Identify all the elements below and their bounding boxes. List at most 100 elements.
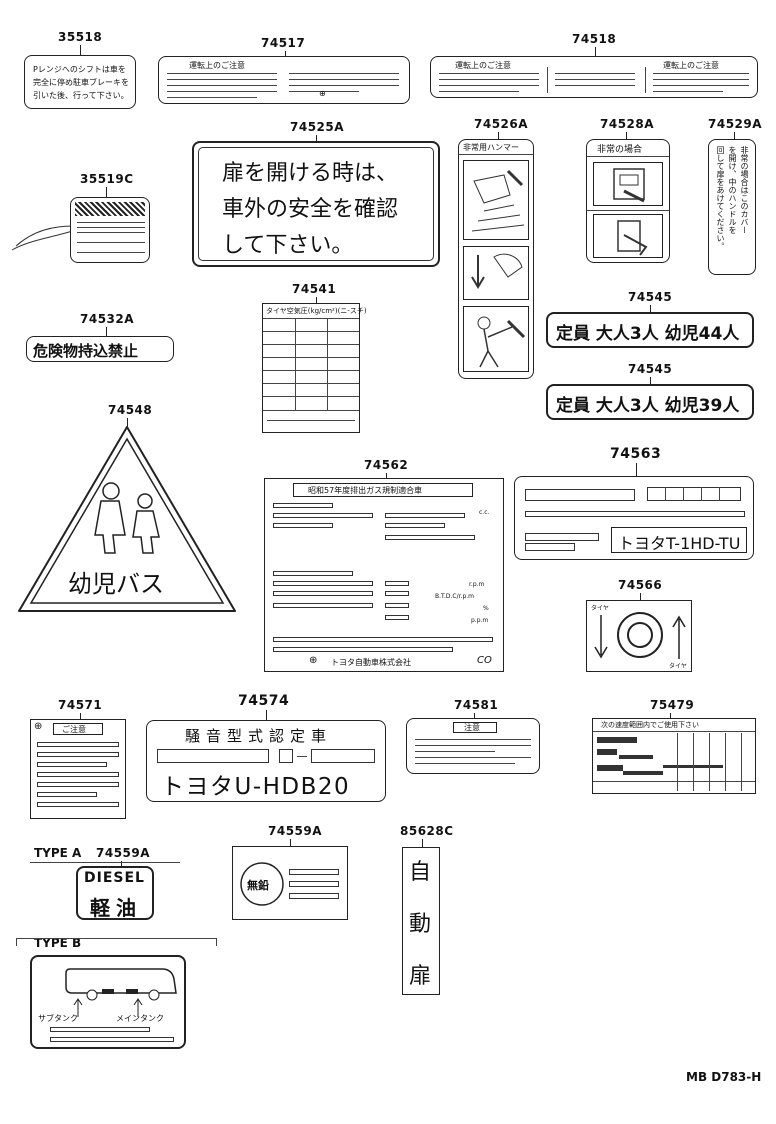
label-74574-noise-plate: 騒音型式認定車 トヨタU-HDB20	[146, 720, 386, 802]
speed-title: 次の速度範囲内でご使用下さい	[601, 721, 699, 729]
leader-line	[636, 463, 637, 476]
label-74532a-no-hazmat: 危険物持込禁止	[26, 336, 174, 362]
tire-table-title: タイヤ空気圧(kg/cm²)(ニ-スチ)	[266, 307, 367, 315]
unleaded-text: 無鉛	[247, 879, 269, 892]
auto-door-char-1: 自	[409, 860, 432, 885]
label-74528a-emergency: 非常の場合	[586, 139, 670, 263]
toyota-mark-icon: ⊕	[319, 89, 326, 98]
part-number-74571: 74571	[58, 698, 103, 712]
label-74525a-door-warning: 扉を開ける時は、 車外の安全を確認 して下さい。	[192, 141, 440, 267]
part-number-74563: 74563	[610, 446, 662, 462]
part-number-74532a: 74532A	[80, 312, 135, 326]
unleaded-circle	[240, 862, 284, 906]
sub-tank-label: サブタンク	[38, 1014, 78, 1023]
part-number-74545-a: 74545	[628, 290, 673, 304]
label-74518-drive-note: 運転上のご注意 運転上のご注意	[430, 56, 758, 98]
maker-name: トヨタ自動車株式会社	[331, 658, 411, 667]
keiyu-text: 軽油	[90, 896, 142, 920]
label-74545-capacity-39: 定員 大人3人 幼児39人	[546, 384, 754, 420]
toyota-mark-icon: ⊕	[309, 655, 318, 666]
leader-line	[386, 473, 387, 478]
main-tank-label: メインタンク	[116, 1014, 164, 1023]
emergency-vertical-line-2: を開け、中のハンドルを	[728, 146, 737, 234]
leader-line	[266, 710, 267, 720]
label-74559a-unleaded: 無鉛	[232, 846, 348, 920]
emission-unit-ppm: p.p.m	[471, 617, 489, 624]
leader-line	[127, 418, 128, 428]
part-number-74566: 74566	[618, 578, 663, 592]
leader-line	[734, 132, 735, 139]
part-number-74525a: 74525A	[290, 120, 345, 134]
caution-title: ご注意	[62, 725, 86, 734]
emergency-vertical-line-1: 非常の場合はこのカバー	[740, 146, 749, 234]
kids-bus-text: 幼児バス	[68, 570, 164, 598]
tire-direction-icon	[594, 612, 686, 659]
emergency-vertical-line-3: 回して扉をあけてください。	[716, 146, 725, 250]
emission-title: 昭和57年度排出ガス規制適合車	[308, 486, 423, 495]
label-74559a-diesel: DIESEL 軽油	[76, 866, 154, 920]
emergency-handle-icon	[617, 220, 648, 256]
toyota-mark-icon: ⊕	[34, 721, 43, 732]
label-35518-shift-note: Pレンジへのシフトは車を 完全に停め駐車ブレーキを 引いた後、行って下さい。	[24, 55, 136, 109]
hammer-break-glass-icon	[471, 169, 525, 232]
leader-line	[290, 839, 291, 846]
diagram-code: MB D783-H	[686, 1070, 762, 1084]
part-number-35519c: 35519C	[80, 172, 134, 186]
part-number-74528a: 74528A	[600, 117, 655, 131]
type-b-bracket-top	[16, 938, 216, 939]
drive-note-title-2: 運転上のご注意	[455, 61, 511, 70]
part-number-35518: 35518	[58, 30, 103, 44]
part-number-74518: 74518	[572, 32, 617, 46]
type-b-label: TYPE B	[34, 936, 82, 950]
part-number-75479: 75479	[650, 698, 695, 712]
leader-line	[80, 45, 81, 55]
leader-line	[670, 713, 671, 718]
leader-line	[285, 51, 286, 57]
model-plate-1-text: トヨタT-1HD-TU	[618, 534, 741, 553]
capacity-44-text: 定員 大人3人 幼児44人	[556, 324, 740, 344]
children-silhouette-icon	[94, 482, 160, 554]
label-74562-emission: 昭和57年度排出ガス規制適合車 c.c. r.p.m B.T.D.C/r.p.m…	[264, 478, 504, 672]
shift-note-line-1: Pレンジへのシフトは車を	[33, 65, 126, 74]
part-number-74562: 74562	[364, 458, 409, 472]
part-number-74581: 74581	[454, 698, 499, 712]
emergency-cover-icon	[613, 168, 645, 203]
label-74517-drive-note: 運転上のご注意 ⊕	[158, 56, 410, 104]
part-number-74541: 74541	[292, 282, 337, 296]
tank-arrows-icon	[73, 998, 143, 1017]
tag-string	[11, 225, 77, 251]
hammer-title: 非常用ハンマー	[463, 143, 519, 152]
part-number-74545-b: 74545	[628, 362, 673, 376]
door-warning-line-2: 車外の安全を確認	[222, 197, 399, 222]
no-hazmat-text: 危険物持込禁止	[33, 342, 139, 360]
label-85628c-auto-door: 自 動 扉	[402, 847, 440, 995]
leader-line	[595, 47, 596, 56]
emission-unit-cc: c.c.	[479, 509, 490, 516]
leader-line	[650, 305, 651, 312]
vehicle-outline-icon	[65, 968, 177, 1001]
tire-small-label-left: タイヤ	[591, 605, 609, 612]
part-number-74559a-type-a: 74559A	[96, 846, 151, 860]
leader-line	[626, 132, 627, 139]
part-number-74559a: 74559A	[268, 824, 323, 838]
part-number-74529a: 74529A	[708, 117, 763, 131]
shift-note-line-2: 完全に停め駐車ブレーキを	[33, 78, 129, 87]
leader-line	[106, 187, 107, 197]
model-plate-2-text: トヨタU-HDB20	[161, 774, 351, 800]
leader-line	[121, 861, 122, 867]
drive-note-title-3: 運転上のご注意	[663, 61, 719, 70]
leader-line	[422, 839, 423, 847]
part-number-74548: 74548	[108, 403, 153, 417]
part-number-85628c: 85628C	[400, 824, 454, 838]
type-a-underline	[30, 862, 180, 863]
part-number-74517: 74517	[261, 36, 306, 50]
type-a-label: TYPE A	[34, 846, 82, 860]
leader-line	[498, 132, 499, 139]
leader-line	[316, 297, 317, 303]
label-74548-kids-bus-triangle	[18, 426, 236, 612]
co-mark: CO	[477, 655, 492, 666]
label-74563-model-plate: トヨタT-1HD-TU	[514, 476, 754, 560]
hammer-person-icon	[477, 316, 526, 368]
noise-title: 騒音型式認定車	[185, 727, 333, 745]
door-warning-line-1: 扉を開ける時は、	[222, 161, 399, 186]
